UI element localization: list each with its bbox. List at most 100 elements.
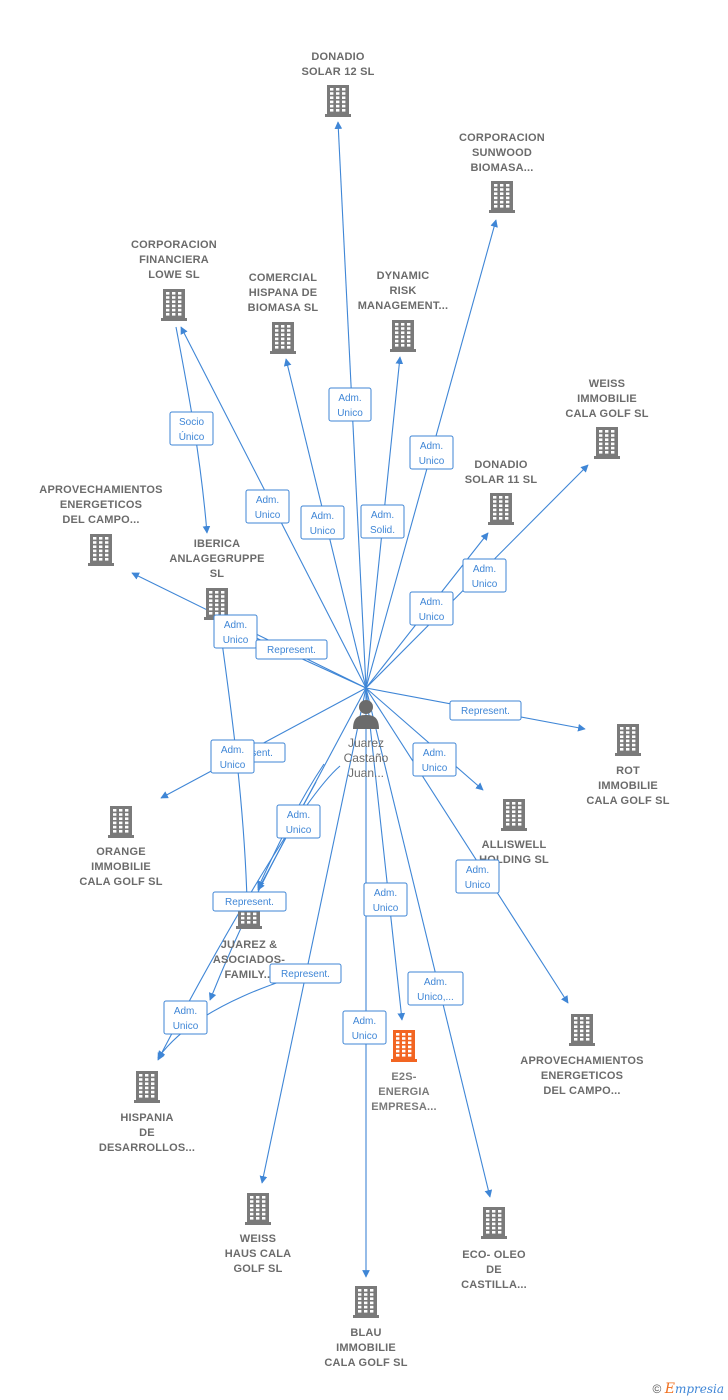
edge-label-donadio12[interactable]: Adm.Unico <box>328 387 372 422</box>
edge-label-text: Adm. <box>224 620 247 631</box>
edge-label-text: Represent. <box>281 969 330 980</box>
building-icon <box>108 806 134 838</box>
building-icon <box>245 1193 271 1225</box>
edge-label-repr_juarez[interactable]: Represent. <box>212 891 287 912</box>
company-label: DONADIO <box>474 459 528 471</box>
person-node[interactable]: JuarezCastañoJuan... <box>344 700 389 780</box>
edge-label-text: Unico <box>419 612 445 623</box>
edge-label-text: Solid. <box>370 525 395 536</box>
company-label: GOLF SL <box>233 1263 282 1275</box>
edge-label-repr_rot[interactable]: Represent. <box>449 700 522 721</box>
company-label: HAUS CALA <box>225 1248 292 1260</box>
building-icon <box>134 1071 160 1103</box>
company-node-dynamic[interactable]: DYNAMICRISKMANAGEMENT... <box>358 270 449 352</box>
edge-label-text: Adm. <box>473 564 496 575</box>
company-label: LOWE SL <box>148 269 200 281</box>
company-label: FAMILY... <box>224 969 273 981</box>
company-label: DEL CAMPO... <box>62 514 139 526</box>
company-label: CALA GOLF SL <box>324 1357 407 1369</box>
company-node-donadio12[interactable]: DONADIO SOLAR 12 SL <box>301 51 374 117</box>
edge-label-iberica[interactable]: Adm. Unico <box>213 614 258 649</box>
edge-label-sunwood[interactable]: Adm.Unico <box>409 435 454 470</box>
edge-label-repr_weisshaus[interactable]: Represent. <box>269 963 342 984</box>
edge-label-text: Adm. <box>371 510 394 521</box>
edge-label-text: Adm. <box>311 511 334 522</box>
building-icon <box>501 799 527 831</box>
edge-label-text: Adm. <box>221 745 244 756</box>
company-label: BIOMASA SL <box>248 302 319 314</box>
edge-label-weissimm[interactable]: Adm. Unico <box>462 558 507 593</box>
edge-label-dynamic[interactable]: Adm. Solid. <box>360 504 405 539</box>
edge-label-e2s[interactable]: Adm.Unico <box>363 882 408 917</box>
company-label: COMERCIAL <box>249 272 317 284</box>
company-label: ROT <box>616 765 640 777</box>
company-label: APROVECHAMIENTOS <box>39 484 162 496</box>
company-label: IMMOBILIE <box>91 861 151 873</box>
edge-label-blau[interactable]: Adm.Unico <box>342 1010 387 1045</box>
building-icon <box>88 534 114 566</box>
edge-label-comercial[interactable]: Adm.Unico <box>300 505 345 540</box>
company-label: E2S- <box>391 1071 416 1083</box>
edge-label-lowe[interactable]: Adm. Unico <box>245 489 290 524</box>
company-label: ECO- OLEO <box>462 1249 526 1261</box>
edge-label-text: Unico,... <box>417 992 454 1003</box>
company-node-hispania[interactable]: HISPANIADEDESARROLLOS... <box>99 1071 195 1154</box>
edge-label-hispania[interactable]: Adm.Unico <box>163 1000 208 1035</box>
company-label: SOLAR 12 SL <box>301 66 374 78</box>
company-label: ENERGETICOS <box>541 1070 623 1082</box>
company-node-sunwood[interactable]: CORPORACIONSUNWOODBIOMASA... <box>459 132 545 213</box>
building-icon <box>615 724 641 756</box>
company-label: SOLAR 11 SL <box>465 474 538 486</box>
edge-label-aprov2[interactable]: Adm.Unico <box>455 859 500 894</box>
edge-label-text: Adm. <box>256 495 279 506</box>
edge-label-text: Unico <box>220 760 246 771</box>
company-label: DEL CAMPO... <box>543 1085 620 1097</box>
company-label: CALA GOLF SL <box>79 876 162 888</box>
company-node-ecooleo[interactable]: ECO- OLEODECASTILLA... <box>461 1207 527 1291</box>
edge-label-text: Adm. <box>423 748 446 759</box>
person-icon <box>353 700 379 729</box>
edge-label-donadio11[interactable]: Adm. Unico <box>409 591 454 626</box>
edge-label-orange[interactable]: Adm. Unico <box>210 739 255 774</box>
company-label: HISPANIA <box>120 1112 173 1124</box>
company-label: CALA GOLF SL <box>565 408 648 420</box>
edge-label-text: Adm. <box>420 597 443 608</box>
edge-label-text: Unico <box>286 825 312 836</box>
company-label: ENERGIA <box>378 1086 430 1098</box>
edge-label-text: Adm. <box>374 888 397 899</box>
company-node-donadio11[interactable]: DONADIO SOLAR 11 SL <box>465 459 538 525</box>
edge-label-text: Unico <box>223 635 249 646</box>
edge-label-text: Adm. <box>338 393 361 404</box>
company-label: DONADIO <box>311 51 365 63</box>
edge-label-text: Adm. <box>287 810 310 821</box>
edge-label-ecooleo[interactable]: Adm.Unico,... <box>407 971 464 1006</box>
edge-alliswell <box>365 687 484 791</box>
company-node-e2s[interactable]: E2S-ENERGIAEMPRESA... <box>371 1030 437 1113</box>
company-label: DE <box>139 1127 155 1139</box>
edge-label-text: Unico <box>255 510 281 521</box>
building-icon <box>488 493 514 525</box>
edge-label-juarez[interactable]: Adm. Unico <box>276 804 321 839</box>
building-icon <box>481 1207 507 1239</box>
edge-label-alliswell[interactable]: Adm.Unico <box>412 742 457 777</box>
edge-label-text: Adm. <box>420 441 443 452</box>
edge-label-text: Represent. <box>225 897 274 908</box>
building-icon <box>353 1286 379 1318</box>
edge-label-text: Represent. <box>461 706 510 717</box>
edge-label-repr_iberica[interactable]: Represent. <box>255 639 328 660</box>
building-icon <box>325 85 351 117</box>
edge-label-text: Unico <box>472 579 498 590</box>
